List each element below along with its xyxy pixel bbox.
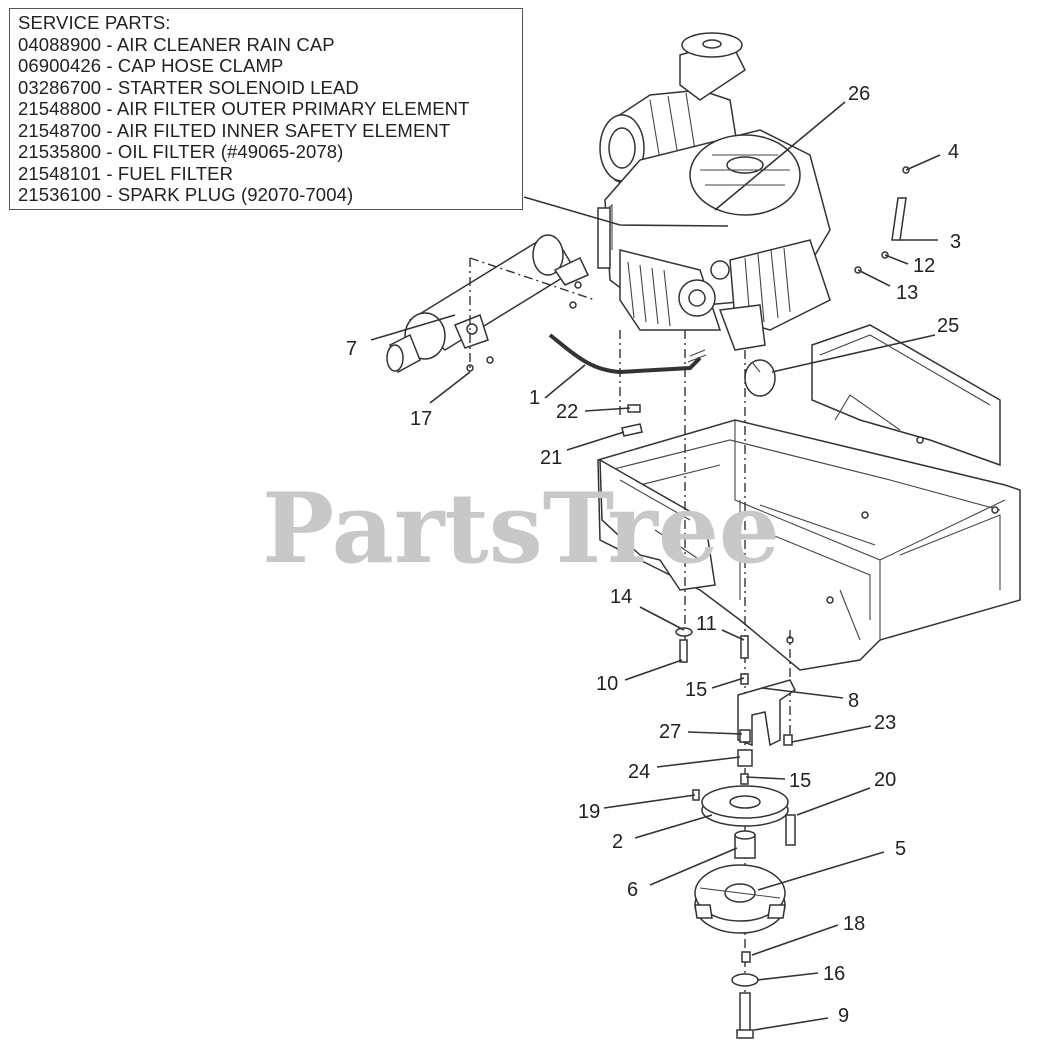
callout-16: 16 [823,963,845,985]
service-part-item: 04088900 - AIR CLEANER RAIN CAP [18,33,335,55]
callout-26: 26 [848,83,870,105]
callout-numbers: 26 4 3 12 13 25 7 17 1 22 21 14 11 10 15… [346,83,961,1027]
service-part-item: 21535800 - OIL FILTER (#49065-2078) [18,141,344,162]
service-part-item: 21548800 - AIR FILTER OUTER PRIMARY ELEM… [18,98,470,119]
service-part-item: 21536100 - SPARK PLUG (92070-7004) [18,184,354,205]
pto-clutch-stack [675,627,796,1039]
callout-19: 19 [578,801,600,823]
mower-frame [597,324,1021,671]
callout-11: 11 [696,613,717,635]
callout-13: 13 [896,282,918,304]
callout-21: 21 [540,447,562,469]
callout-12: 12 [913,255,935,277]
callout-6: 6 [627,879,638,901]
callout-3: 3 [950,231,961,253]
leader-lines [370,101,941,1031]
callout-15a: 15 [685,679,707,701]
callout-25: 25 [937,315,959,337]
callout-24: 24 [628,761,650,783]
callout-2: 2 [612,831,623,853]
bolts-21-22 [621,404,643,437]
service-part-item: 21548700 - AIR FILTED INNER SAFETY ELEME… [18,119,451,141]
callout-17: 17 [410,408,432,430]
service-part-item: 21548101 - FUEL FILTER [18,162,234,184]
callout-15b: 15 [789,770,811,792]
callout-18: 18 [843,913,865,935]
callout-20: 20 [874,769,896,791]
callout-4: 4 [948,141,959,163]
fuel-hose [548,333,702,375]
callout-8: 8 [848,690,859,712]
service-part-item: 03286700 - STARTER SOLENOID LEAD [18,76,359,98]
callout-10: 10 [596,673,618,695]
callout-9: 9 [838,1005,849,1027]
hose-fitting [687,349,707,363]
callout-27: 27 [659,721,681,743]
callout-5: 5 [895,838,906,860]
service-part-item: 06900426 - CAP HOSE CLAMP [18,55,284,76]
callout-14: 14 [610,586,632,608]
callout-22: 22 [556,401,578,423]
service-parts-legend: SERVICE PARTS: 04088900 - AIR CLEANER RA… [9,8,523,210]
muffler [386,234,596,374]
service-parts-title: SERVICE PARTS: [18,12,171,33]
engine-assembly [597,32,831,351]
callout-23: 23 [874,712,896,734]
callout-1: 1 [529,387,540,409]
watermark-text: PartsTree [262,472,780,585]
callout-7: 7 [346,338,357,360]
